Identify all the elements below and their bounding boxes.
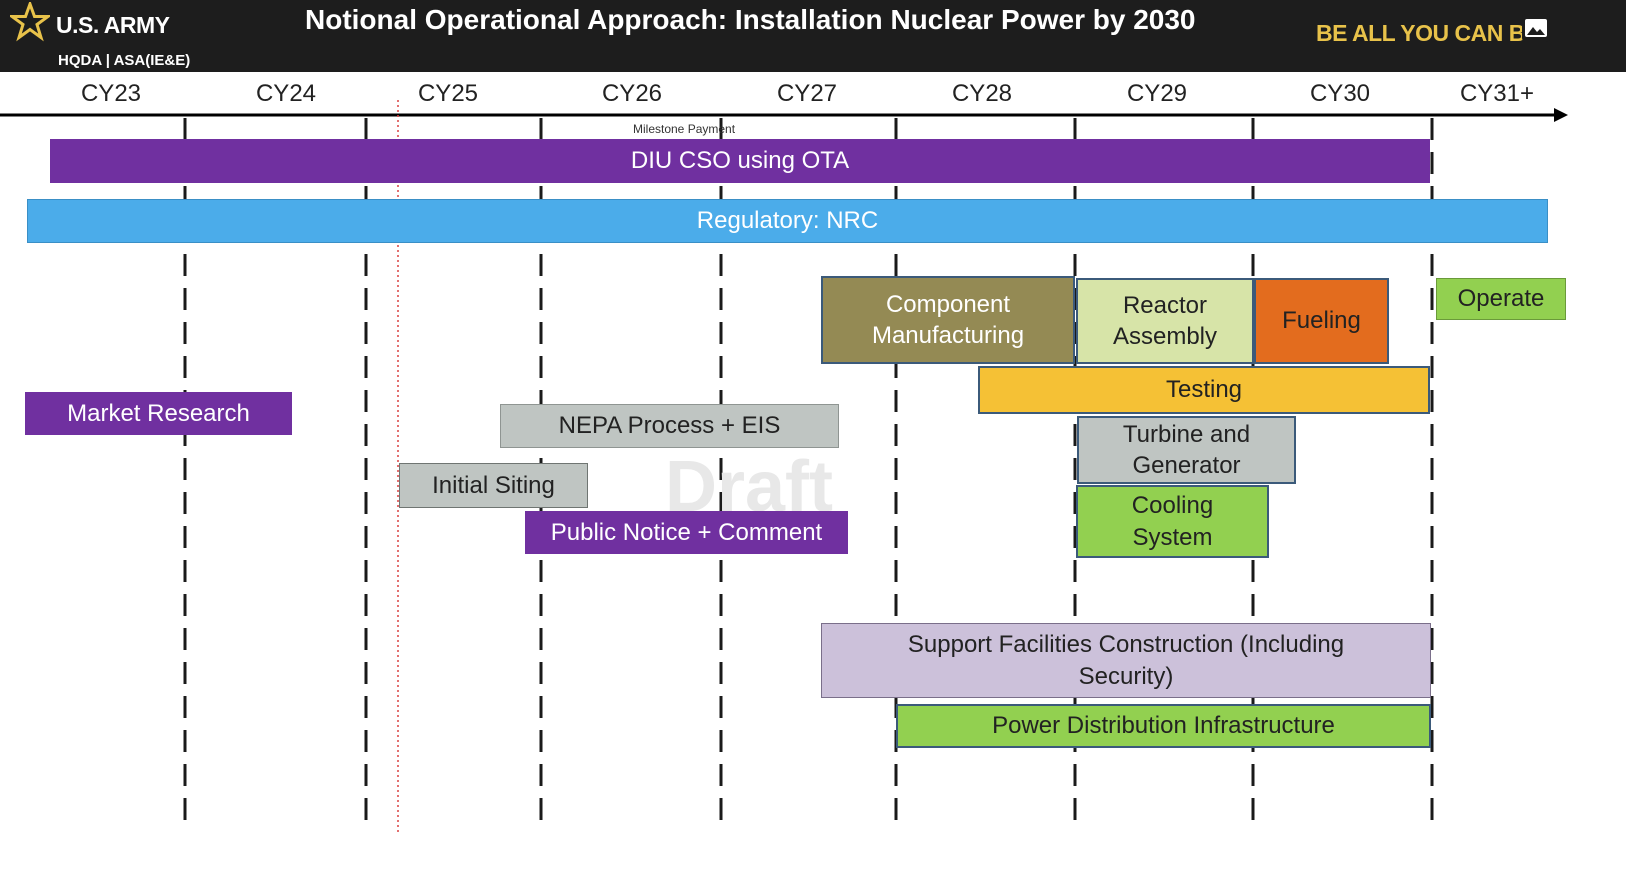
year-label-cy29: CY29: [1126, 80, 1188, 107]
year-label-cy23: CY23: [80, 80, 142, 107]
bar-regulatory: Regulatory: NRC: [27, 199, 1548, 243]
year-label-cy26: CY26: [601, 80, 663, 107]
bar-reactor-assembly: Reactor Assembly: [1076, 278, 1254, 364]
org-subtitle: HQDA | ASA(IE&E): [58, 52, 191, 69]
bar-diu-cso: DIU CSO using OTA: [50, 139, 1430, 183]
star-icon: [10, 2, 50, 42]
bar-fueling: Fueling: [1254, 278, 1389, 364]
year-label-cy24: CY24: [255, 80, 317, 107]
bar-testing: Testing: [978, 366, 1430, 414]
year-label-cy25: CY25: [417, 80, 479, 107]
year-label-cy31-plus: CY31+: [1459, 80, 1535, 107]
milestone-note: Milestone Payment: [633, 122, 736, 136]
bar-operate: Operate: [1436, 278, 1566, 320]
bar-turbine-generator: Turbine and Generator: [1077, 416, 1296, 484]
year-label-cy30: CY30: [1309, 80, 1371, 107]
bar-component-manufacturing: Component Manufacturing: [821, 276, 1075, 364]
bar-cooling-system: Cooling System: [1076, 485, 1269, 558]
bar-public-notice: Public Notice + Comment: [525, 511, 848, 554]
bar-power-distribution: Power Distribution Infrastructure: [896, 704, 1431, 748]
bar-initial-siting: Initial Siting: [399, 463, 588, 508]
bar-market-research: Market Research: [25, 392, 292, 435]
year-label-cy28: CY28: [951, 80, 1013, 107]
image-icon[interactable]: [1522, 14, 1550, 42]
org-name: U.S. ARMY: [56, 12, 170, 38]
bar-support-facilities: Support Facilities Construction (Includi…: [821, 623, 1431, 698]
slogan: BE ALL YOU CAN BE: [1316, 20, 1540, 46]
year-label-cy27: CY27: [776, 80, 838, 107]
header-banner: U.S. ARMY HQDA | ASA(IE&E) Notional Oper…: [0, 0, 1626, 72]
axis-arrow-icon: [1554, 108, 1568, 122]
bar-nepa: NEPA Process + EIS: [500, 404, 839, 448]
page-title: Notional Operational Approach: Installat…: [305, 4, 1196, 35]
